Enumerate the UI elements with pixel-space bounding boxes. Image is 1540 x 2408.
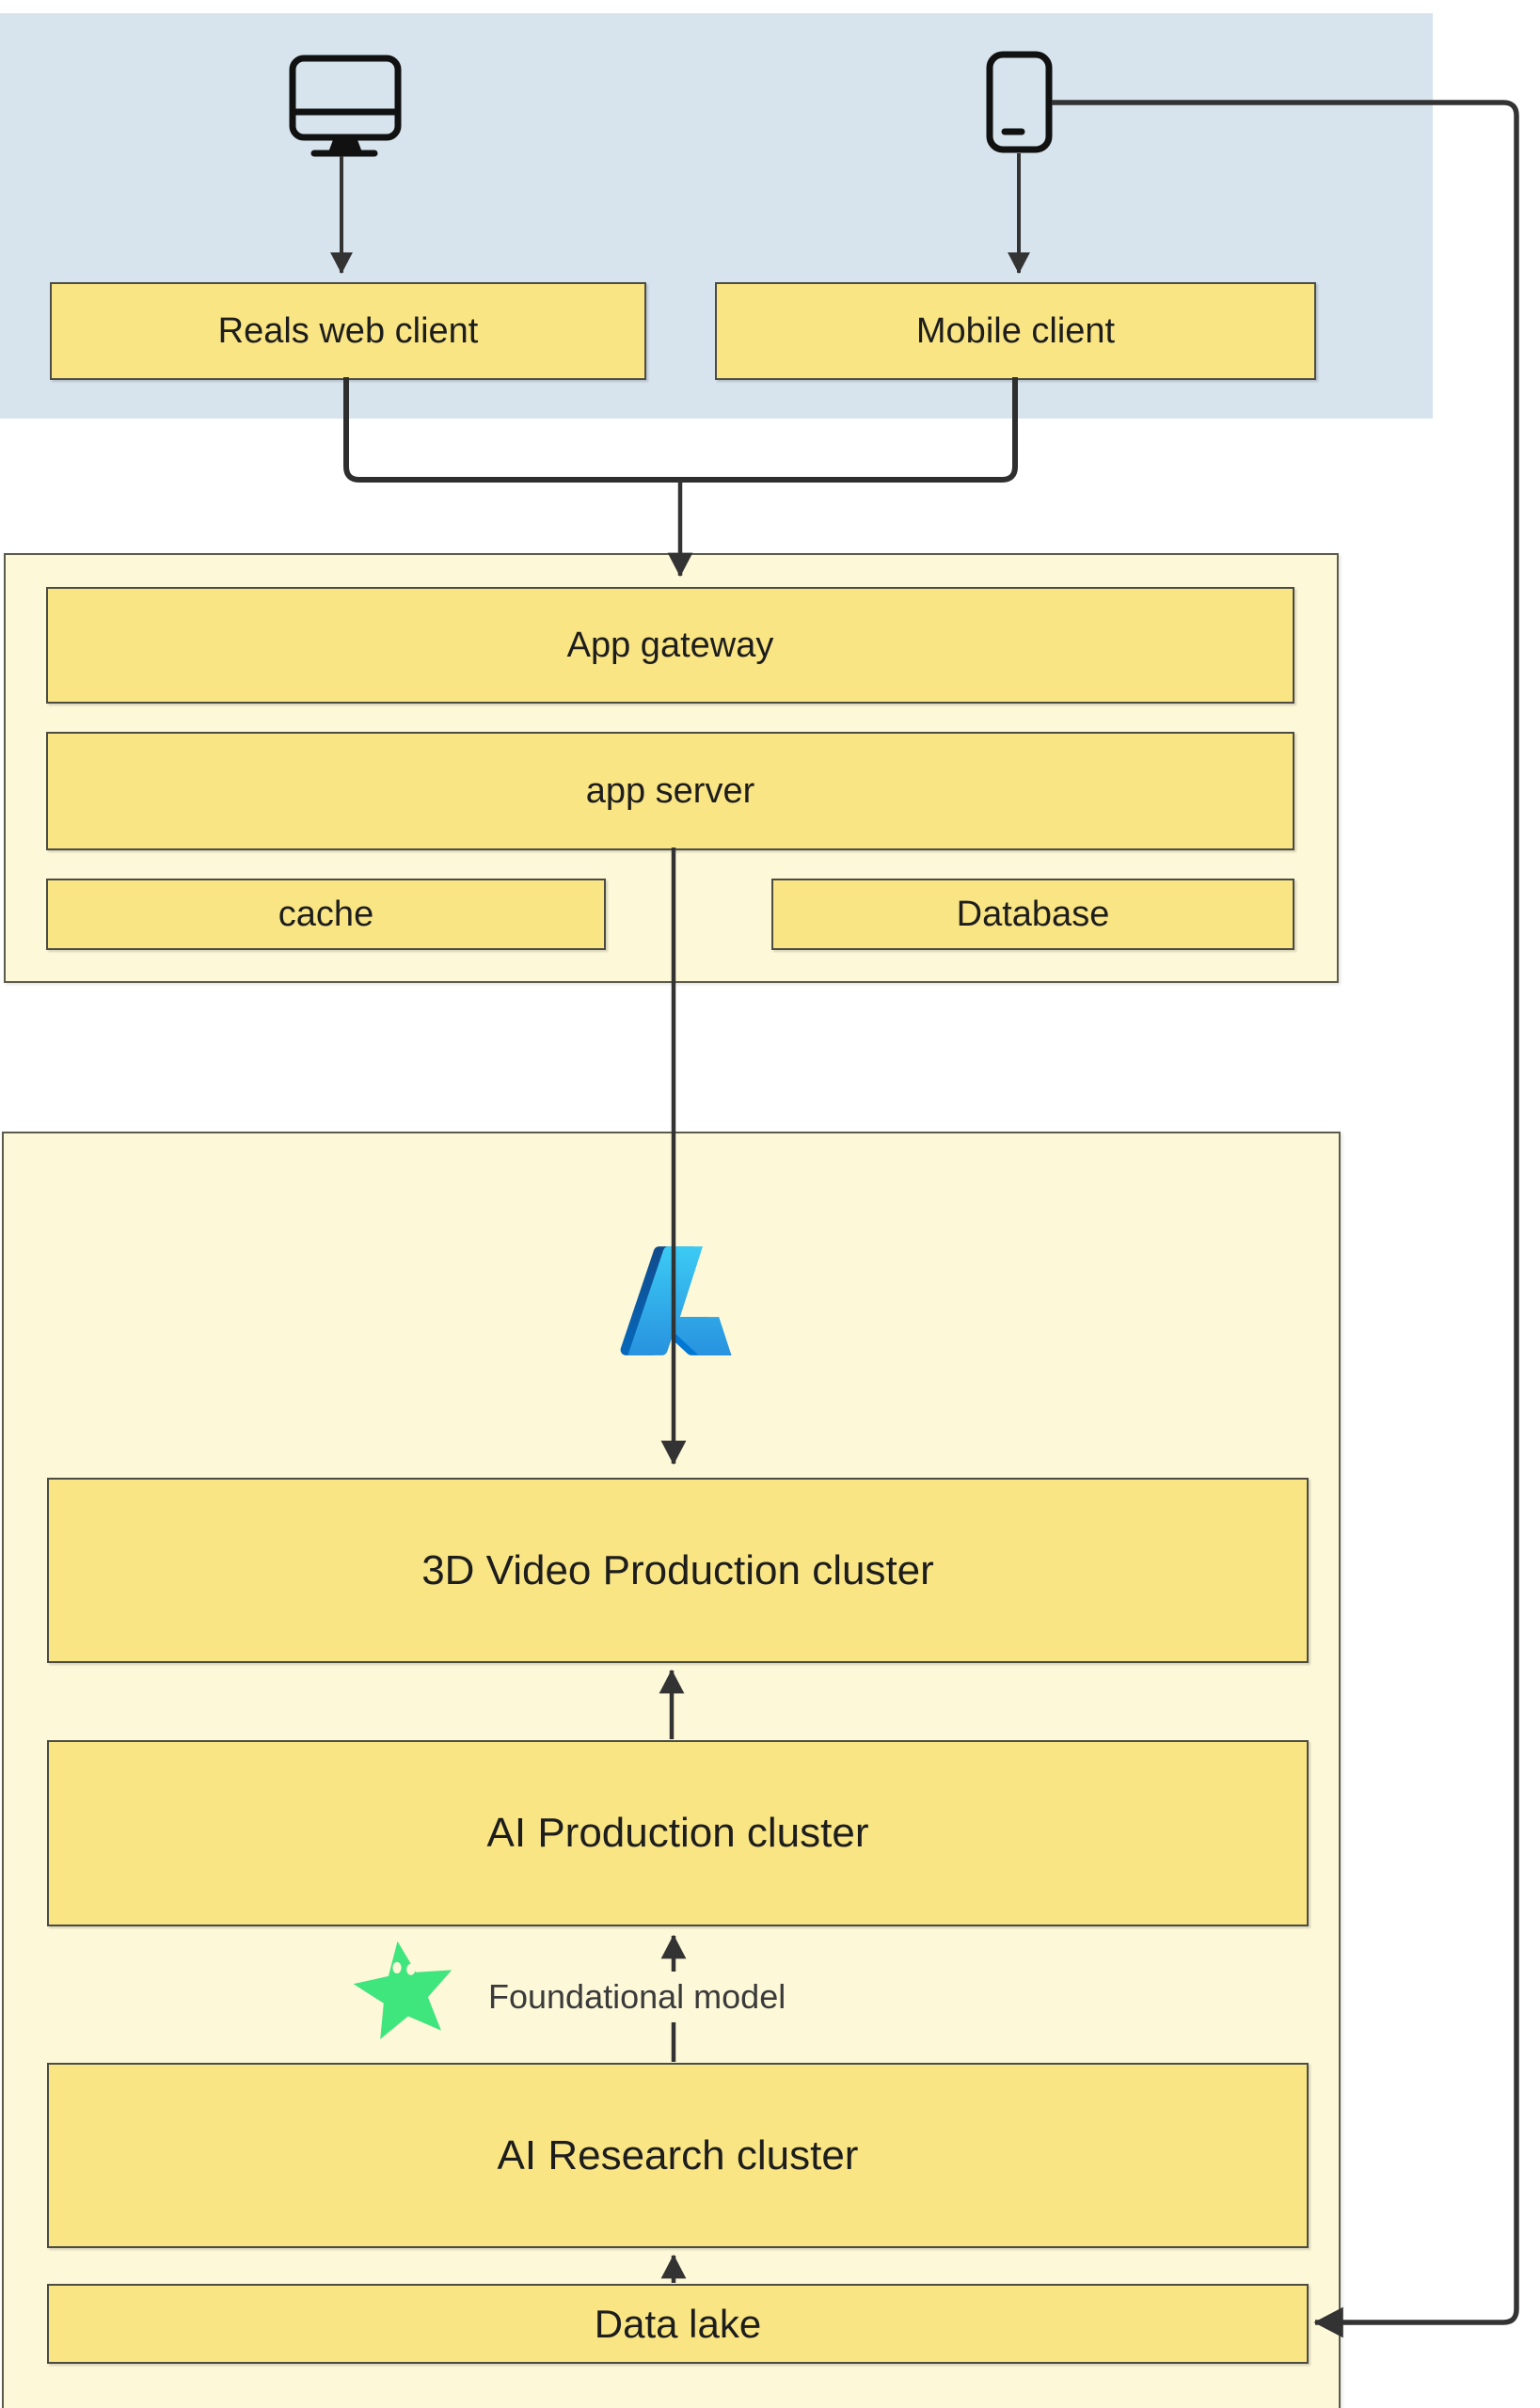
node-ai-research-cluster: AI Research cluster bbox=[47, 2063, 1309, 2248]
node-data-lake: Data lake bbox=[47, 2284, 1309, 2364]
node-cache: cache bbox=[46, 879, 606, 950]
foundational-model-label: Foundational model bbox=[475, 1972, 800, 2022]
node-mobile-client: Mobile client bbox=[715, 282, 1316, 380]
node-app-gateway-label: App gateway bbox=[566, 625, 774, 665]
node-database: Database bbox=[771, 879, 1294, 950]
node-3d-video-production-cluster: 3D Video Production cluster bbox=[47, 1478, 1309, 1663]
green-star-model-icon bbox=[353, 1941, 452, 2039]
node-app-server-label: app server bbox=[585, 770, 755, 811]
node-app-server: app server bbox=[46, 732, 1294, 850]
node-3d-video-production-cluster-label: 3D Video Production cluster bbox=[421, 1546, 934, 1593]
node-database-label: Database bbox=[956, 894, 1110, 934]
node-data-lake-label: Data lake bbox=[594, 2301, 762, 2346]
node-ai-production-cluster-label: AI Production cluster bbox=[486, 1810, 869, 1856]
node-mobile-client-label: Mobile client bbox=[915, 310, 1116, 351]
node-cache-label: cache bbox=[278, 894, 374, 934]
node-reals-web-client: Reals web client bbox=[50, 282, 646, 380]
node-ai-production-cluster: AI Production cluster bbox=[47, 1740, 1309, 1926]
azure-logo-icon bbox=[620, 1246, 732, 1356]
node-app-gateway: App gateway bbox=[46, 587, 1294, 704]
node-reals-web-client-label: Reals web client bbox=[217, 310, 479, 351]
node-ai-research-cluster-label: AI Research cluster bbox=[497, 2131, 859, 2178]
